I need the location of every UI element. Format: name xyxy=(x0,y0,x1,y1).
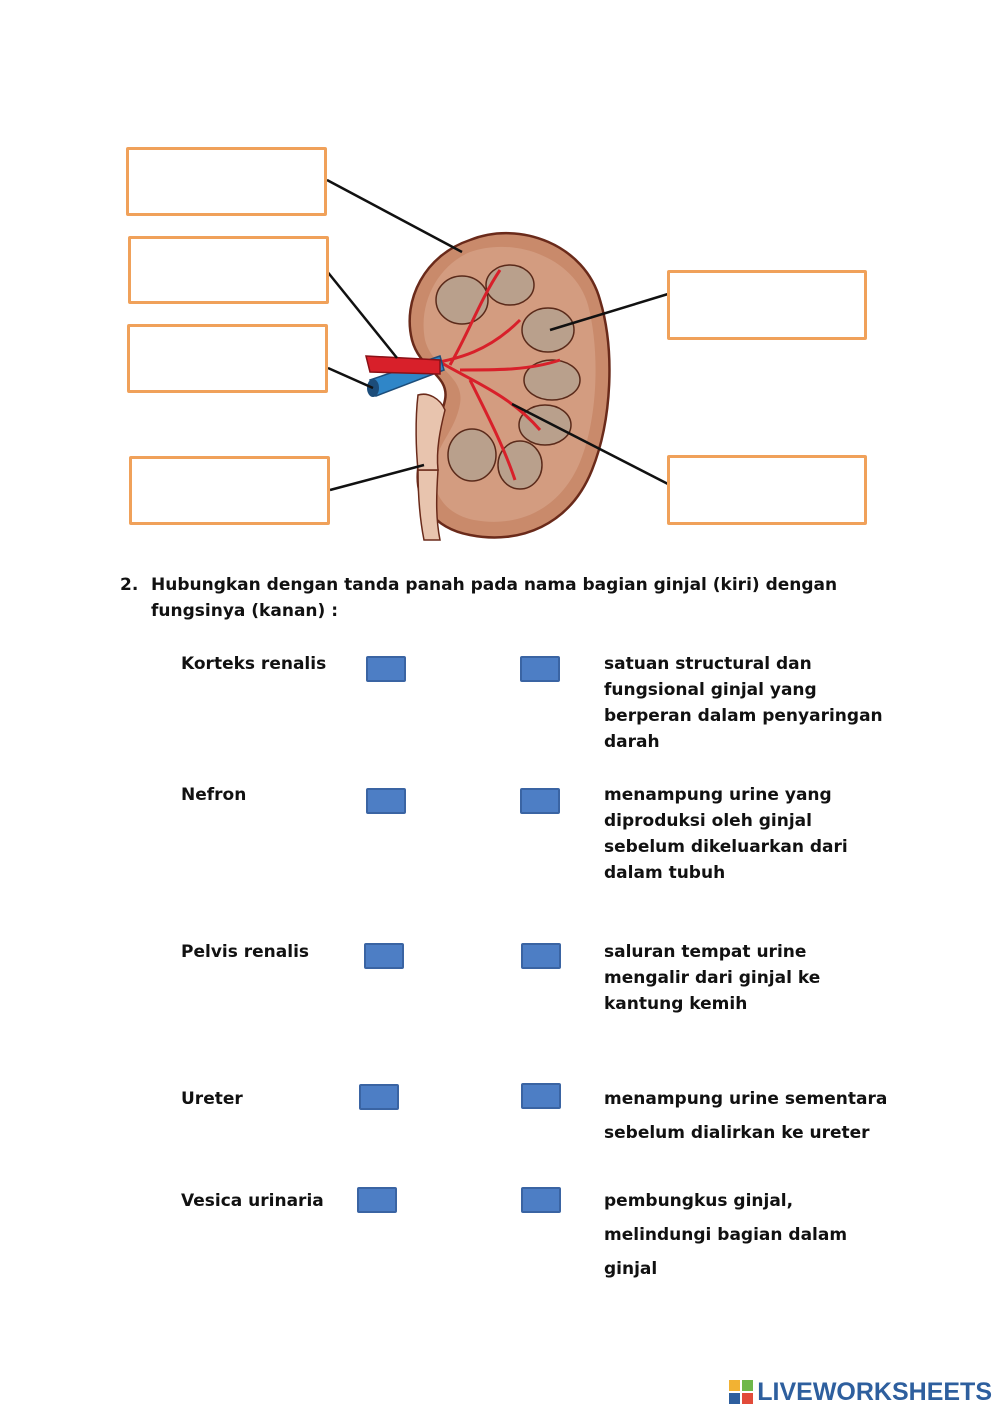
kidney-diagram xyxy=(325,178,669,541)
label-box-4[interactable] xyxy=(129,456,330,525)
term-vesica-urinaria: Vesica urinaria xyxy=(181,1191,324,1211)
right-connector-1[interactable] xyxy=(520,656,560,682)
function-5: pembungkus ginjal, melindungi bagian dal… xyxy=(604,1191,848,1279)
left-connector-3[interactable] xyxy=(364,943,404,969)
label-box-3[interactable] xyxy=(127,324,328,393)
right-connector-3[interactable] xyxy=(521,943,561,969)
lws-logo-icon xyxy=(729,1380,754,1404)
question-text: Hubungkan dengan tanda panah pada nama b… xyxy=(151,575,838,621)
function-3: saluran tempat urine mengalir dari ginja… xyxy=(604,942,821,1014)
label-box-1[interactable] xyxy=(126,147,327,216)
label-box-6[interactable] xyxy=(667,455,867,525)
left-connector-5[interactable] xyxy=(357,1187,397,1213)
right-connector-4[interactable] xyxy=(521,1083,561,1109)
left-connector-2[interactable] xyxy=(366,788,406,814)
term-ureter: Ureter xyxy=(181,1089,243,1109)
term-nefron: Nefron xyxy=(181,785,247,805)
liveworksheets-logo: LIVEWORKSHEETS xyxy=(729,1377,992,1407)
kidney-illustration xyxy=(365,231,611,541)
brand-name: LIVEWORKSHEETS xyxy=(757,1377,992,1406)
term-korteks-renalis: Korteks renalis xyxy=(181,654,327,674)
right-connector-5[interactable] xyxy=(521,1187,561,1213)
function-2: menampung urine yang diproduksi oleh gin… xyxy=(604,785,848,883)
function-1: satuan structural dan fungsional ginjal … xyxy=(604,654,883,752)
left-connector-4[interactable] xyxy=(359,1084,399,1110)
term-pelvis-renalis: Pelvis renalis xyxy=(181,942,310,962)
function-4: menampung urine sementara sebelum dialir… xyxy=(604,1089,888,1143)
left-connector-1[interactable] xyxy=(366,656,406,682)
right-connector-2[interactable] xyxy=(520,788,560,814)
label-box-5[interactable] xyxy=(667,270,867,340)
question-number: 2. xyxy=(120,575,139,595)
label-box-2[interactable] xyxy=(128,236,329,304)
